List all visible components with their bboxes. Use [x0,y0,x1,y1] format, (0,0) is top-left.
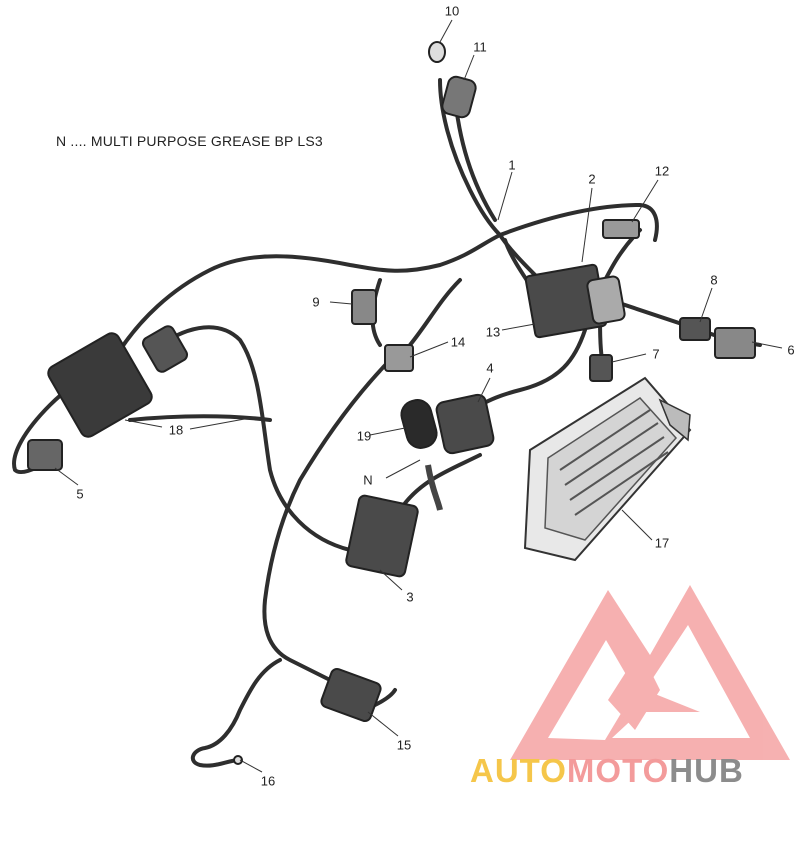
watermark-hub: HUB [669,752,744,789]
grease-legend-note: N .... MULTI PURPOSE GREASE BP LS3 [56,133,323,149]
callout-9: 9 [312,294,320,310]
callout-15: 15 [396,737,412,753]
callout-1: 1 [508,157,516,173]
callout-10: 10 [444,3,460,19]
grease-symbol-label: N [363,472,373,488]
harness-components [27,41,756,765]
callout-7: 7 [652,346,660,362]
callout-13: 13 [485,324,501,340]
callout-6: 6 [787,342,795,358]
callout-12: 12 [654,163,670,179]
callout-17: 17 [654,535,670,551]
callout-4: 4 [486,360,494,376]
leader-lines [54,19,783,773]
callout-2: 2 [588,171,596,187]
watermark-brand-text: AUTOMOTOHUB [470,754,744,787]
watermark-moto: MOTO [566,752,670,789]
watermark-logo [510,585,790,760]
callout-16: 16 [260,773,276,789]
callout-14: 14 [450,334,466,350]
callout-3: 3 [406,589,414,605]
callout-11: 11 [473,39,487,55]
ecu-module [523,376,692,562]
callout-19: 19 [356,428,372,444]
callout-8: 8 [710,272,718,288]
callout-5: 5 [76,486,84,502]
callout-18: 18 [168,422,184,438]
watermark-auto: AUTO [470,752,567,789]
